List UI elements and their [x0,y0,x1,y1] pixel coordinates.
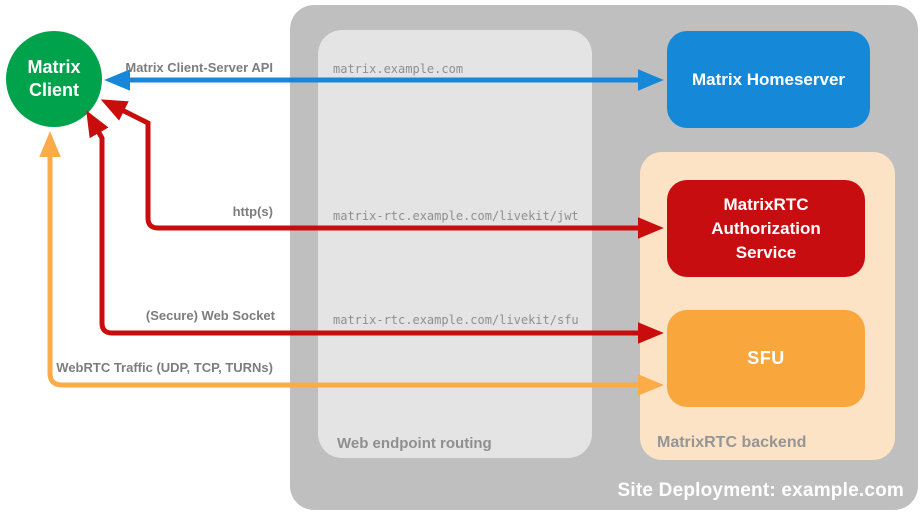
webrtc-traffic-label: WebRTC Traffic (UDP, TCP, TURNs) [56,360,273,375]
site-deployment-caption: Site Deployment: example.com [617,480,904,501]
sfu-label: SFU [747,348,785,368]
client-server-api-label: Matrix Client-Server API [125,60,273,75]
matrix-client-node: Matrix Client [6,31,102,127]
matrixrtc-backend-box: MatrixRTC Authorization Service SFU Matr… [640,152,895,460]
endpoint-livekit-jwt: matrix-rtc.example.com/livekit/jwt [333,209,579,223]
matrix-homeserver-node: Matrix Homeserver [667,31,870,128]
matrix-homeserver-label: Matrix Homeserver [691,69,846,89]
matrixrtc-authorization-service-node: MatrixRTC Authorization Service [667,180,865,277]
endpoint-matrix: matrix.example.com [333,62,464,76]
endpoint-livekit-sfu: matrix-rtc.example.com/livekit/sfu [333,313,579,327]
sfu-node: SFU [667,310,865,407]
matrixrtc-authorization-service-label: MatrixRTC Authorization Service [711,194,821,262]
web-endpoint-routing-box: matrix.example.com matrix-rtc.example.co… [318,30,592,458]
https-label: http(s) [232,204,273,219]
matrix-client-label: Matrix Client [27,57,81,100]
web-endpoint-routing-title: Web endpoint routing [337,435,492,452]
web-socket-label: (Secure) Web Socket [145,308,275,323]
matrixrtc-backend-title: MatrixRTC backend [657,434,807,451]
site-deployment-container: Site Deployment: example.com matrix.exam… [290,5,918,510]
